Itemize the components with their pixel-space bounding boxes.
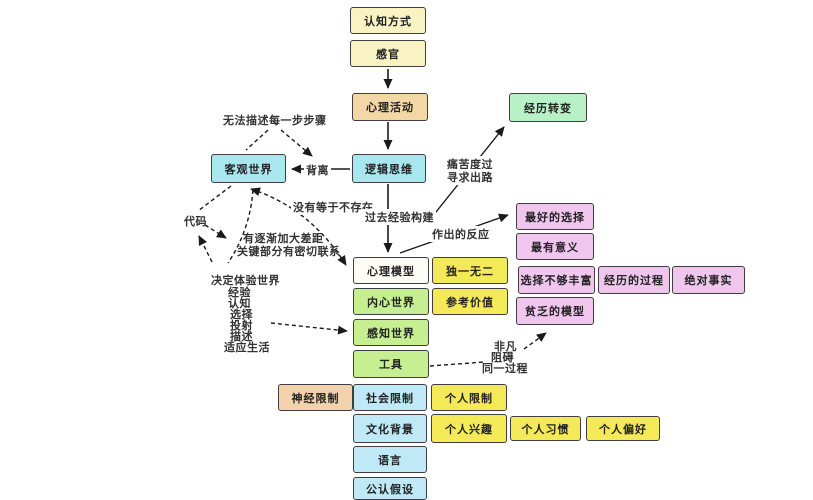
node-social-limit: 社会限制 (353, 384, 427, 411)
label-extra-line1: 非凡 (494, 340, 517, 353)
dashed-list-to-perceived-world (270, 322, 348, 335)
label-pain-line2: 寻求出路 (445, 169, 495, 185)
node-personal-interest: 个人兴趣 (431, 414, 507, 443)
node-mental-model: 心理模型 (353, 257, 429, 284)
label-gap-line2: 关键部分有密切联系 (237, 245, 341, 258)
dashed-tool-to-poor-model-1 (429, 361, 485, 367)
node-perceived-world: 感知世界 (353, 319, 429, 346)
node-best-choice: 最好的选择 (516, 203, 594, 230)
node-personal-preference: 个人偏好 (586, 416, 660, 441)
label-list-projection: 投射 (230, 319, 253, 332)
node-experience-shift: 经历转变 (509, 93, 587, 122)
label-pain-line1: 痛苦度过 (445, 156, 495, 172)
node-unique: 独一无二 (432, 257, 508, 284)
label-deviate: 背离 (304, 162, 331, 178)
node-senses: 感官 (350, 40, 426, 67)
node-personal-habit: 个人习惯 (510, 416, 581, 441)
label-reaction: 作出的反应 (430, 226, 492, 242)
node-accepted-assumption: 公认假设 (353, 477, 427, 500)
dashed-cannot-describe-to-deviate (280, 129, 313, 157)
dashed-decide-to-code (198, 235, 213, 263)
dashed-cannot-describe-to-objective (245, 129, 269, 151)
node-personal-limit: 个人限制 (431, 384, 507, 411)
dashed-tool-to-poor-model-2 (523, 332, 547, 350)
label-list-describe: 描述 (230, 330, 253, 343)
label-decide: 决定体验世界 (211, 274, 280, 287)
node-mental-activity: 心理活动 (352, 93, 428, 121)
node-cognition-mode: 认知方式 (350, 7, 426, 34)
node-inner-world: 内心世界 (353, 288, 429, 315)
node-poor-model: 贫乏的模型 (516, 297, 594, 325)
label-past-experience: 过去经验构建 (363, 209, 436, 225)
node-neural-limit: 神经限制 (278, 384, 353, 411)
node-objective-world: 客观世界 (211, 154, 286, 183)
node-logical-thinking: 逻辑思维 (352, 154, 426, 183)
node-experienced-process: 经历的过程 (598, 266, 670, 294)
label-code: 代码 (184, 215, 207, 228)
label-list-experience: 经验 (228, 286, 251, 299)
label-cannot-describe: 无法描述每一步步骤 (223, 114, 327, 127)
label-extra-line3: 同一过程 (482, 362, 528, 375)
dashed-objective-to-decide (227, 189, 254, 264)
dashed-code-to-gap (204, 224, 227, 239)
node-most-meaningful: 最有意义 (516, 233, 594, 260)
node-not-rich-choice: 选择不够丰富 (518, 266, 595, 294)
node-reference-value: 参考价值 (432, 288, 508, 315)
label-extra-line2: 阻碍 (491, 351, 514, 364)
node-tool: 工具 (353, 350, 429, 378)
label-list-adapt-life: 适应生活 (224, 341, 270, 354)
node-language: 语言 (353, 446, 427, 473)
label-list-choice: 选择 (230, 308, 253, 321)
node-cultural-background: 文化背景 (353, 414, 427, 443)
label-list-cognition: 认知 (228, 297, 251, 310)
dashed-objective-to-code (197, 185, 232, 212)
node-absolute-fact: 绝对事实 (672, 266, 745, 294)
